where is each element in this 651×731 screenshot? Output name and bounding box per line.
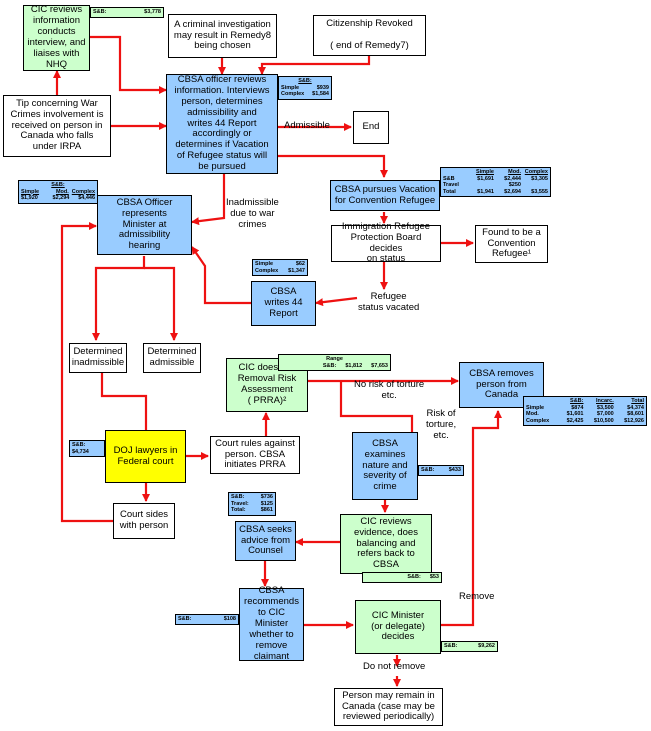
node-found-convention-refugee: Found to be a Convention Refugee¹ xyxy=(475,225,548,263)
arrow-represents-to-admissible xyxy=(144,266,178,341)
node-determined-admissible: Determined admissible xyxy=(143,343,201,373)
label-inadmissible-war-crimes: Inadmissible due to war crimes xyxy=(226,197,279,230)
node-cic-reviews-top: CIC reviews information conducts intervi… xyxy=(23,4,90,71)
node-cbsa-recommends: CBSA recommends to CIC Minister whether … xyxy=(239,585,304,662)
label-refugee-status-vacated: Refugee status vacated xyxy=(358,291,420,313)
cost-cbsa-writes-44: Simple$62 Complex$1,347 xyxy=(252,259,308,277)
node-determined-inadmissible: Determined inadmissible xyxy=(69,343,127,373)
node-cbsa-officer-reviews: CBSA officer reviews information. Interv… xyxy=(166,74,278,174)
arrow-citizenship-to-cbsa-officer xyxy=(258,56,371,75)
node-irb-decides: Immigration Refugee Protection Board dec… xyxy=(331,221,441,264)
arrow-vacated-to-writes44 xyxy=(315,296,358,307)
node-cic-reviews-evidence: CIC reviews evidence, does balancing and… xyxy=(340,514,432,574)
cost-cic-prra: Range S&B:$1,812$7,653 xyxy=(278,354,391,372)
cost-cic-reviews-top: S&B:$3,778 xyxy=(90,7,164,18)
cost-cic-reviews-evidence: S&B:$53 xyxy=(362,572,442,583)
label-admissible: Admissible xyxy=(284,120,330,131)
node-citizenship-revoked: Citizenship Revoked ( end of Remedy7) xyxy=(313,15,426,56)
arrow-cbsa-officer-to-vacation xyxy=(278,154,388,178)
arrow-inadmissible-to-doj xyxy=(100,372,150,451)
cost-cbsa-recommends: S&B:$108 xyxy=(175,614,239,625)
arrow-cbsa-officer-to-represents xyxy=(191,174,226,226)
cost-cbsa-seeks-advice: S&B:$736 Travel:$125 Total:$861 xyxy=(228,492,276,516)
cost-cbsa-examines: S&B:$433 xyxy=(418,465,464,476)
label-no-risk-of-torture: No risk of torture etc. xyxy=(354,379,425,401)
label-risk-of-torture: Risk of torture, etc. xyxy=(426,408,457,441)
node-court-sides: Court sides with person xyxy=(113,503,175,539)
node-cic-minister: CIC Minister (or delegate) decides xyxy=(355,600,441,654)
node-cbsa-officer-represents: CBSA Officer represents Minister at admi… xyxy=(97,195,192,255)
node-end: End xyxy=(353,111,389,144)
label-remove: Remove xyxy=(459,591,495,602)
node-cbsa-examines: CBSA examines nature and severity of cri… xyxy=(352,432,418,500)
arrow-minister-remove xyxy=(441,410,502,627)
cost-cbsa-officer-reviews: S&B: Simple$939 Complex$1,584 xyxy=(278,76,332,100)
cost-cbsa-removes: S&B:Incarc.Total Simple$874$3,500$4,374 … xyxy=(523,396,647,427)
node-court-rules-against: Court rules against person. CBSA initiat… xyxy=(210,436,300,474)
arrow-court-sides-to-represents xyxy=(60,222,113,523)
node-person-may-remain: Person may remain in Canada (case may be… xyxy=(334,688,443,726)
cost-doj-lawyers: S&B: $4,734 xyxy=(69,440,105,458)
node-cbsa-seeks-advice: CBSA seeks advice from Counsel xyxy=(235,521,296,561)
cost-cic-minister: S&B:$9,262 xyxy=(441,641,498,652)
label-do-not-remove: Do not remove xyxy=(363,661,426,672)
node-criminal-investigation: A criminal investigation may result in R… xyxy=(168,14,277,58)
node-tip: Tip concerning War Crimes involvement is… xyxy=(3,95,111,157)
node-doj-lawyers: DOJ lawyers in Federal court xyxy=(105,430,186,483)
node-cbsa-writes-44: CBSA writes 44 Report xyxy=(251,281,316,326)
arrow-cic-to-cbsa-officer xyxy=(90,35,167,94)
arrow-writes44-to-represents xyxy=(191,246,251,305)
node-cbsa-pursues-vacation: CBSA pursues Vacation for Convention Ref… xyxy=(330,180,440,211)
arrow-represents-split xyxy=(92,256,146,341)
